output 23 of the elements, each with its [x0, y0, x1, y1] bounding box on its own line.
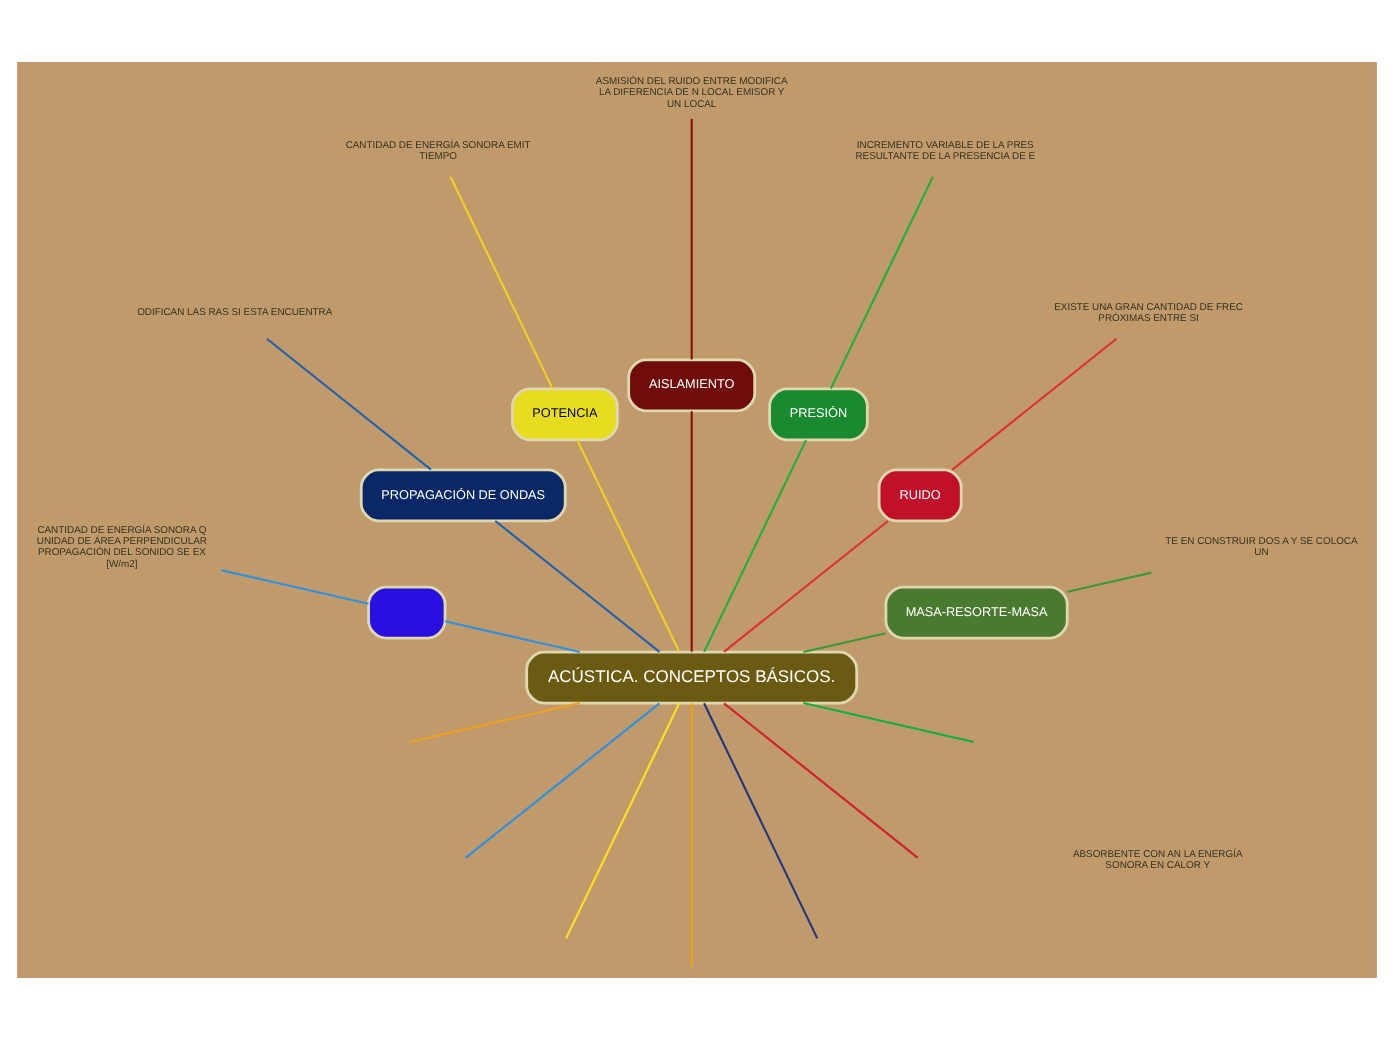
- connector: [464, 702, 661, 859]
- node-box: ACÚSTICA. CONCEPTOS BÁSICOS.: [525, 650, 859, 705]
- connector: [803, 632, 886, 654]
- connector: [576, 439, 681, 653]
- connector: [829, 176, 934, 390]
- connector: [703, 439, 807, 653]
- connector: [444, 620, 581, 654]
- connector: [1067, 571, 1152, 593]
- connector: [803, 702, 975, 743]
- connector: [494, 520, 661, 653]
- connector: [266, 337, 432, 471]
- connector: [449, 176, 554, 390]
- connector: [951, 337, 1118, 471]
- connector: [409, 702, 581, 743]
- connector: [690, 119, 693, 360]
- node-box: [367, 585, 447, 640]
- connector: [690, 703, 693, 967]
- connector: [723, 520, 889, 653]
- connector: [723, 702, 919, 859]
- connector: [690, 411, 693, 652]
- connector: [565, 702, 681, 939]
- connector: [221, 569, 369, 605]
- connector: [703, 702, 819, 939]
